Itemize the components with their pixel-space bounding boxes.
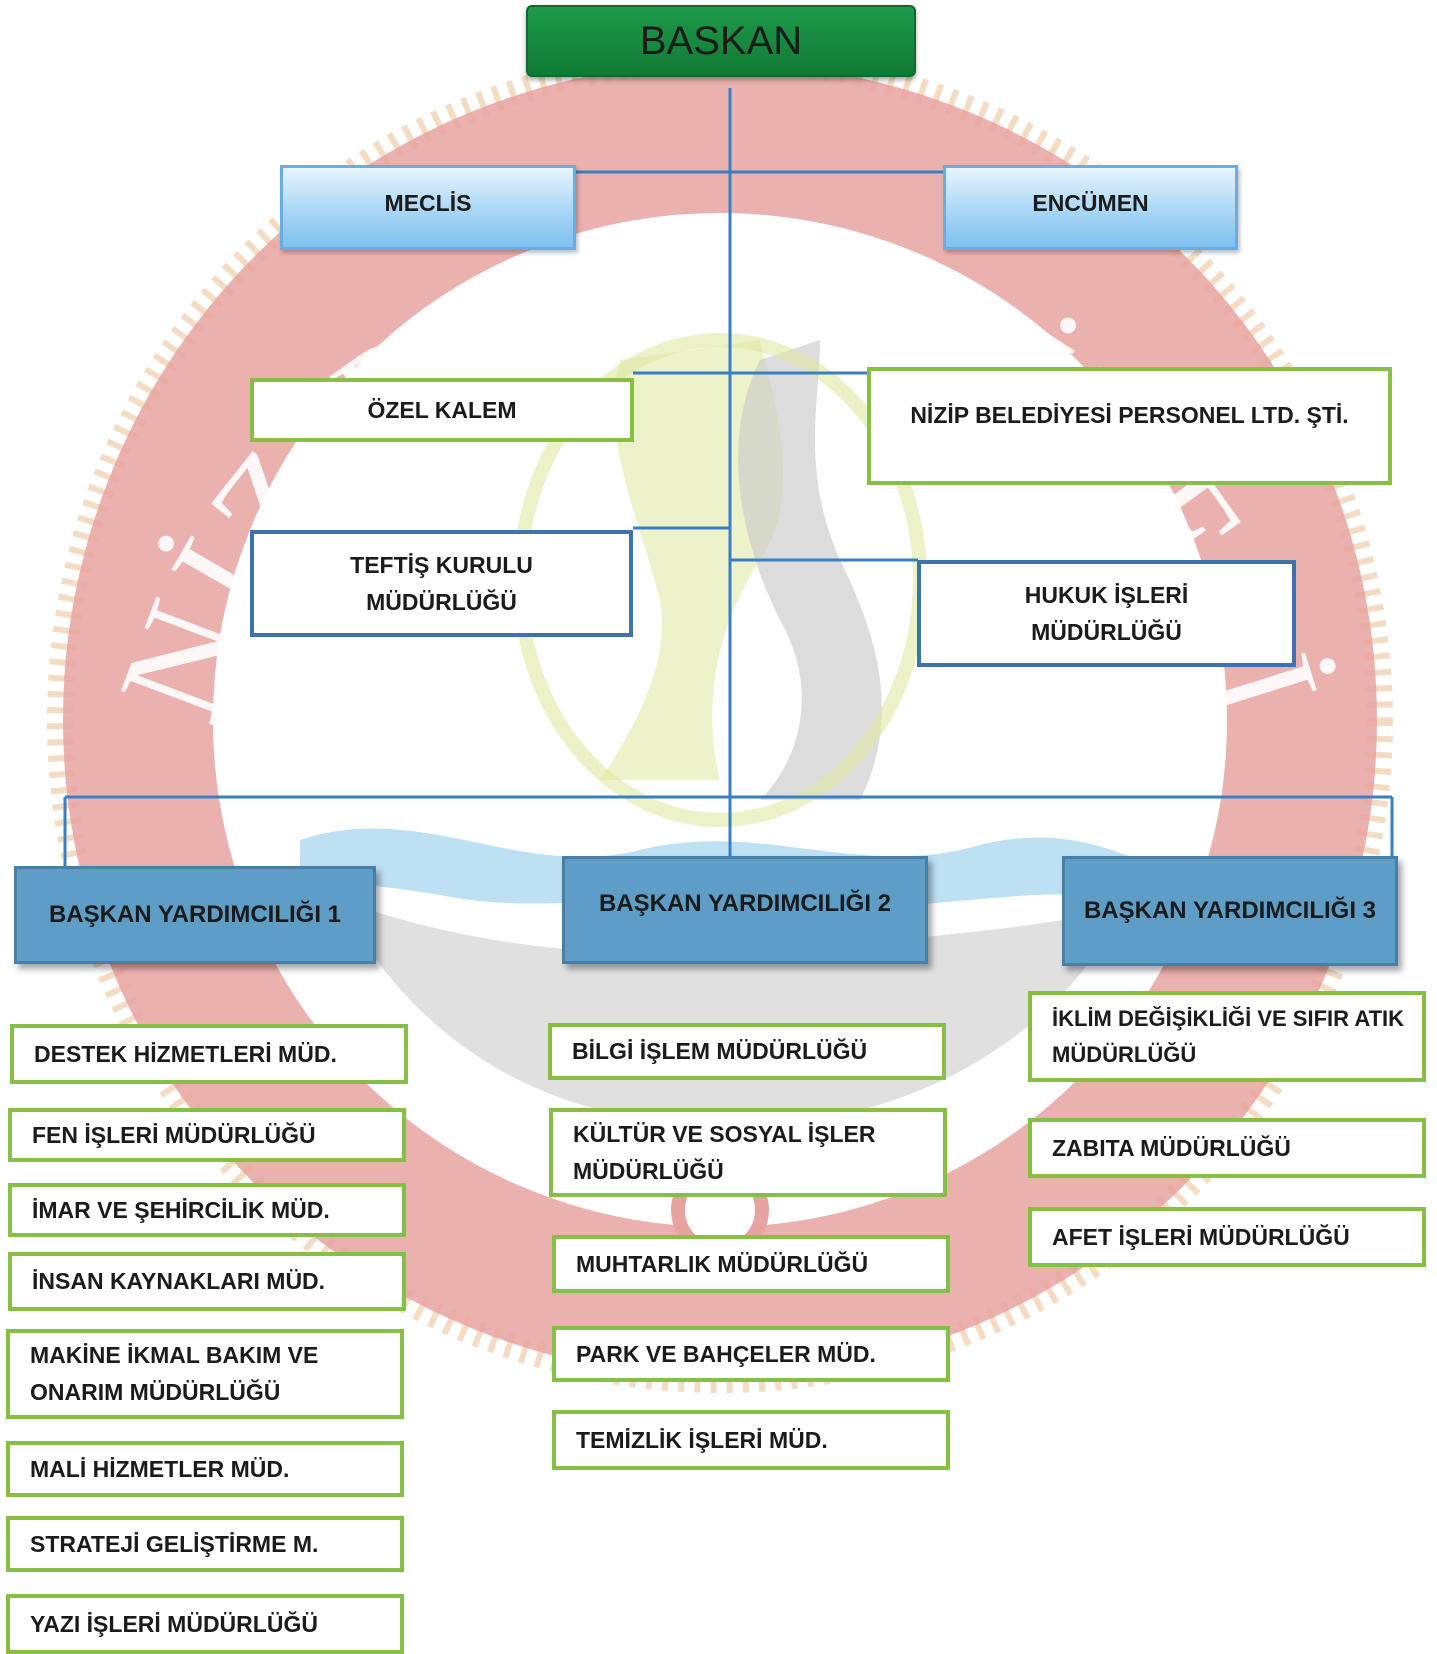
private-office-box: ÖZEL KALEM [250, 378, 634, 442]
legal-line-1: HUKUK İŞLERİ [1024, 581, 1189, 608]
col1-unit-2: FEN İŞLERİ MÜDÜRLÜĞÜ [8, 1108, 406, 1162]
col1-unit-8: YAZI İŞLERİ MÜDÜRLÜĞÜ [6, 1594, 404, 1654]
col2-unit-2-label: KÜLTÜR VE SOSYAL İŞLER MÜDÜRLÜĞÜ [573, 1116, 875, 1190]
deputy-2-box: BAŞKAN YARDIMCILIĞI 2 [562, 856, 928, 964]
col1-unit-2-label: FEN İŞLERİ MÜDÜRLÜĞÜ [32, 1121, 316, 1148]
legal-affairs-box: HUKUK İŞLERİ MÜDÜRLÜĞÜ [917, 560, 1296, 667]
inspection-board-label: TEFTİŞ KURULU MÜDÜRLÜĞÜ [350, 547, 533, 621]
inspection-board-box: TEFTİŞ KURULU MÜDÜRLÜĞÜ [250, 530, 633, 637]
council-box: MECLİS [280, 165, 576, 250]
col1-unit-8-label: YAZI İŞLERİ MÜDÜRLÜĞÜ [30, 1610, 318, 1637]
personnel-company-label: NİZİP BELEDİYESİ PERSONEL LTD. ŞTİ. [910, 402, 1349, 428]
col1-unit-5: MAKİNE İKMAL BAKIM VE ONARIM MÜDÜRLÜĞÜ [6, 1329, 404, 1419]
col2-unit-2-line-1: KÜLTÜR VE SOSYAL İŞLER [573, 1120, 876, 1147]
deputy-1-box: BAŞKAN YARDIMCILIĞI 1 [14, 866, 376, 964]
col1-unit-5-line-2: ONARIM MÜDÜRLÜĞÜ [30, 1379, 281, 1405]
col3-unit-1: İKLİM DEĞİŞİKLİĞİ VE SIFIR ATIK MÜDÜRLÜĞ… [1028, 991, 1426, 1082]
col1-unit-3-label: İMAR VE ŞEHİRCİLİK MÜD. [32, 1196, 330, 1223]
col3-unit-3-label: AFET İŞLERİ MÜDÜRLÜĞÜ [1052, 1223, 1350, 1250]
col3-unit-1-line-2: MÜDÜRLÜĞÜ [1052, 1041, 1197, 1067]
col2-unit-3-label: MUHTARLIK MÜDÜRLÜĞÜ [576, 1250, 869, 1277]
col3-unit-1-line-1: İKLİM DEĞİŞİKLİĞİ VE SIFIR ATIK [1052, 1006, 1405, 1032]
deputy-2-label: BAŞKAN YARDIMCILIĞI 2 [598, 890, 892, 917]
deputy-1-label: BAŞKAN YARDIMCILIĞI 1 [48, 900, 342, 928]
top-box: BASKAN [526, 5, 916, 77]
col1-unit-3: İMAR VE ŞEHİRCİLİK MÜD. [8, 1183, 406, 1237]
col1-unit-5-line-1: MAKİNE İKMAL BAKIM VE [30, 1342, 319, 1369]
col3-unit-1-label: İKLİM DEĞİŞİKLİĞİ VE SIFIR ATIK MÜDÜRLÜĞ… [1052, 1001, 1404, 1071]
col1-unit-7: STRATEJİ GELİŞTİRME M. [6, 1516, 404, 1572]
col1-unit-1: DESTEK HİZMETLERİ MÜD. [10, 1024, 408, 1084]
col1-unit-4: İNSAN KAYNAKLARI MÜD. [8, 1252, 406, 1311]
col2-unit-1-label: BİLGİ İŞLEM MÜDÜRLÜĞÜ [572, 1038, 868, 1065]
col3-unit-2: ZABITA MÜDÜRLÜĞÜ [1028, 1118, 1426, 1178]
col2-unit-5: TEMİZLİK İŞLERİ MÜD. [552, 1410, 950, 1470]
deputy-3-box: BAŞKAN YARDIMCILIĞI 3 [1062, 856, 1398, 966]
private-office-label: ÖZEL KALEM [367, 396, 517, 423]
inspection-line-1: TEFTİŞ KURULU [350, 551, 533, 578]
col2-unit-2: KÜLTÜR VE SOSYAL İŞLER MÜDÜRLÜĞÜ [549, 1108, 947, 1197]
col2-unit-4: PARK VE BAHÇELER MÜD. [552, 1326, 950, 1382]
committee-label: ENCÜMEN [1032, 190, 1149, 216]
committee-box: ENCÜMEN [943, 165, 1238, 250]
col2-unit-4-label: PARK VE BAHÇELER MÜD. [576, 1340, 876, 1367]
col1-unit-4-label: İNSAN KAYNAKLARI MÜD. [32, 1268, 326, 1295]
col2-unit-1: BİLGİ İŞLEM MÜDÜRLÜĞÜ [548, 1023, 946, 1080]
col1-unit-5-label: MAKİNE İKMAL BAKIM VE ONARIM MÜDÜRLÜĞÜ [30, 1337, 318, 1411]
col1-unit-6-label: MALİ HİZMETLER MÜD. [30, 1455, 290, 1482]
inspection-line-2: MÜDÜRLÜĞÜ [366, 588, 517, 615]
legal-line-2: MÜDÜRLÜĞÜ [1031, 618, 1182, 645]
deputy-3-label: BAŞKAN YARDIMCILIĞI 3 [1083, 896, 1377, 924]
council-label: MECLİS [384, 190, 472, 216]
col1-unit-6: MALİ HİZMETLER MÜD. [6, 1441, 404, 1497]
col1-unit-1-label: DESTEK HİZMETLERİ MÜD. [34, 1040, 337, 1067]
col2-unit-3: MUHTARLIK MÜDÜRLÜĞÜ [552, 1235, 950, 1293]
col1-unit-7-label: STRATEJİ GELİŞTİRME M. [30, 1530, 319, 1557]
col3-unit-2-label: ZABITA MÜDÜRLÜĞÜ [1052, 1134, 1291, 1161]
col2-unit-2-line-2: MÜDÜRLÜĞÜ [573, 1157, 724, 1184]
col3-unit-3: AFET İŞLERİ MÜDÜRLÜĞÜ [1028, 1207, 1426, 1267]
legal-affairs-label: HUKUK İŞLERİ MÜDÜRLÜĞÜ [1025, 577, 1189, 651]
personnel-company-box: NİZİP BELEDİYESİ PERSONEL LTD. ŞTİ. [867, 367, 1392, 485]
col2-unit-5-label: TEMİZLİK İŞLERİ MÜD. [576, 1426, 828, 1453]
top-label: BASKAN [639, 19, 803, 63]
